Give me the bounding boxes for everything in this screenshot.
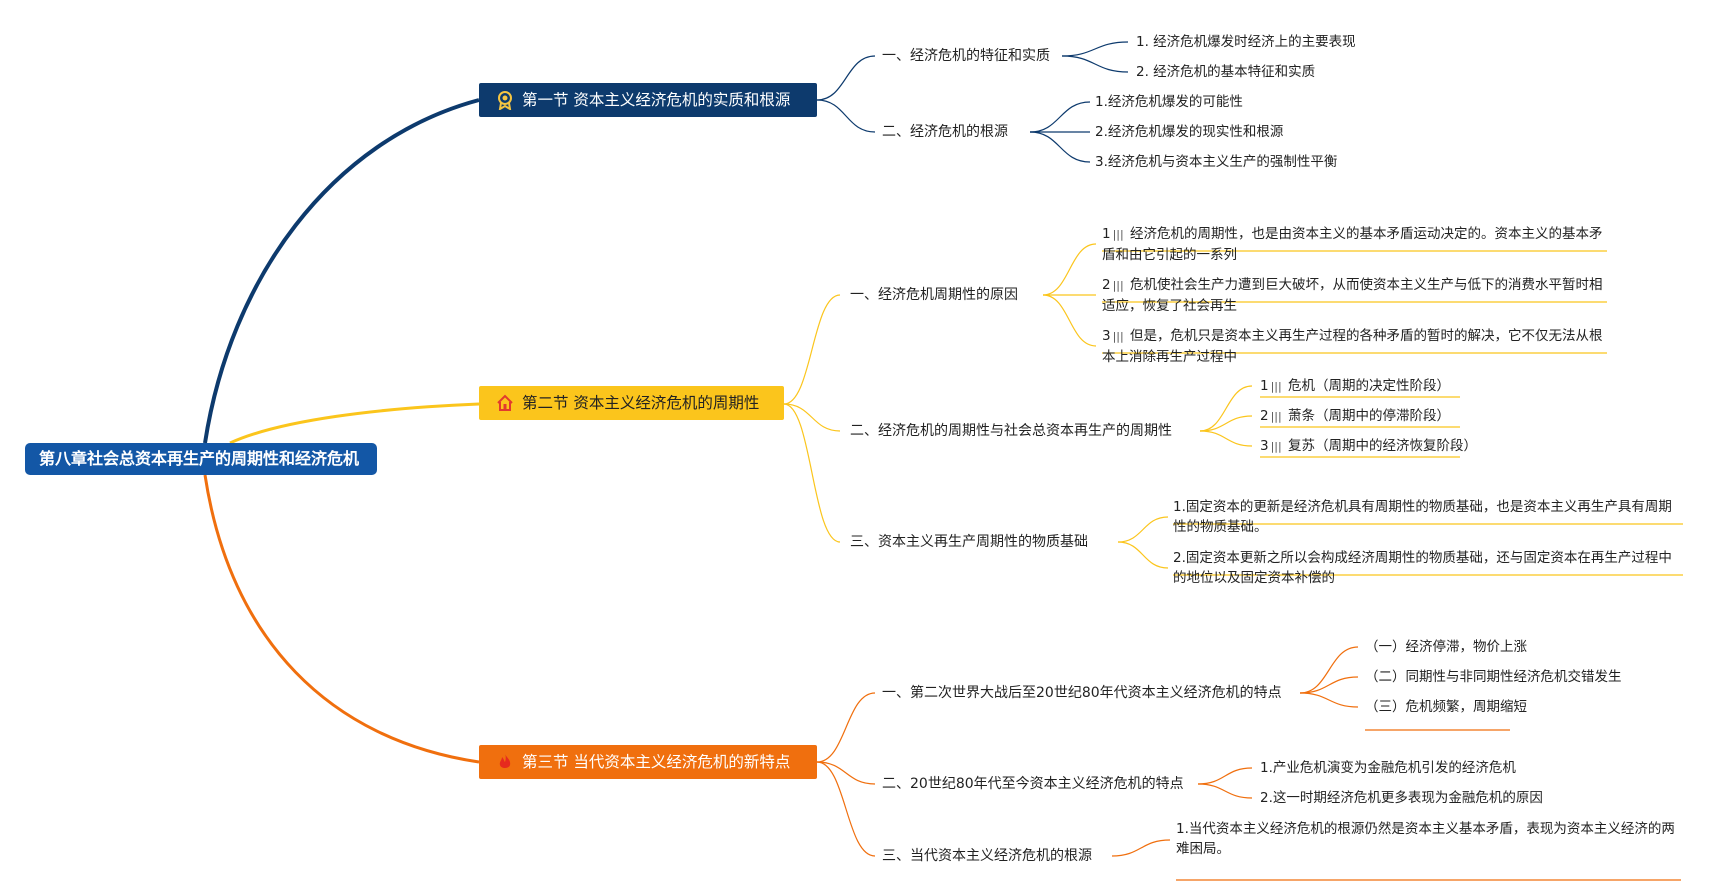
- root-to-section-2-line: [229, 402, 480, 445]
- section-2-label: 第二节 资本主义经济危机的周期性: [522, 394, 760, 412]
- s2-sub2-leaf-3[interactable]: 3||| 复苏（周期中的经济恢复阶段）: [1260, 438, 1478, 454]
- s3-leaf2-line-1: [1197, 767, 1253, 785]
- s2-sub-2[interactable]: 二、经济危机的周期性与社会总资本再生产的周期性: [850, 423, 1172, 439]
- s3-sub2-leaf-2[interactable]: 2.这一时期经济危机更多表现为金融危机的原因: [1260, 790, 1543, 806]
- leaf-text: 但是，危机只是资本主义再生产过程的各种矛盾的暂时的解决，它不仅无法从根本上消除再…: [1102, 328, 1603, 365]
- leaf-number: 2: [1260, 408, 1269, 424]
- s3-sub-line-2: [816, 761, 876, 785]
- leaf-number: 1: [1102, 226, 1111, 242]
- root-topic[interactable]: 第八章社会总资本再生产的周期性和经济危机: [25, 443, 377, 475]
- s1-sub2-leaf-1[interactable]: 1.经济危机爆发的可能性: [1095, 94, 1243, 110]
- s2-sub-1[interactable]: 一、经济危机周期性的原因: [850, 287, 1018, 303]
- s3-leaf1-line-3: [1299, 692, 1359, 708]
- section-1-label: 第一节 资本主义经济危机的实质和根源: [522, 91, 791, 109]
- s3-sub3-leaf-1[interactable]: 1.当代资本主义经济危机的根源仍然是资本主义基本矛盾，表现为资本主义经济的两难困…: [1176, 821, 1675, 857]
- s3-sub-line-3: [816, 761, 876, 857]
- s3-leaf3-line-1: [1111, 839, 1171, 857]
- leaf-text: 危机（周期的决定性阶段）: [1288, 378, 1451, 394]
- s2-sub-3[interactable]: 三、资本主义再生产周期性的物质基础: [850, 534, 1088, 550]
- s1-sub-2[interactable]: 二、经济危机的根源: [882, 124, 1008, 140]
- s1-sub1-leaf-2[interactable]: 2. 经济危机的基本特征和实质: [1136, 64, 1316, 80]
- section-1-topic[interactable]: 第一节 资本主义经济危机的实质和根源: [479, 83, 817, 117]
- s3-sub1-leaf-2[interactable]: （二）同期性与非同期性经济危机交错发生: [1365, 669, 1622, 685]
- s2-sub2-leaf-2[interactable]: 2||| 萧条（周期中的停滞阶段）: [1260, 408, 1451, 424]
- s1-sub2-leaf-3[interactable]: 3.经济危机与资本主义生产的强制性平衡: [1095, 154, 1338, 170]
- s2-sub1-leaf-1[interactable]: 1||| 经济危机的周期性，也是由资本主义的基本矛盾运动决定的。资本主义的基本矛…: [1102, 226, 1603, 263]
- s1-sub-line-2: [816, 99, 876, 133]
- s3-sub-line-1: [816, 692, 876, 763]
- root-to-section-3-line: [203, 474, 480, 764]
- house-icon: [494, 392, 516, 414]
- flame-icon: [494, 751, 516, 773]
- s3-sub-2[interactable]: 二、20世纪80年代至今资本主义经济危机的特点: [882, 776, 1184, 792]
- s2-sub2-leaf-1[interactable]: 1||| 危机（周期的决定性阶段）: [1260, 378, 1451, 394]
- s3-leaf1-line-1: [1299, 646, 1359, 694]
- s1-leaf2-line-1: [1029, 101, 1091, 133]
- s2-leaf1-line-3: [1042, 294, 1097, 347]
- s3-sub1-leaf-1[interactable]: （一）经济停滞，物价上涨: [1365, 639, 1527, 655]
- s3-leaf2-line-2: [1197, 783, 1253, 799]
- s3-leaf1-line-2: [1299, 676, 1359, 694]
- s2-sub3-leaf-2[interactable]: 2.固定资本更新之所以会构成经济周期性的物质基础，还与固定资本在再生产过程中的地…: [1173, 550, 1672, 586]
- leaf-number: 2: [1102, 277, 1111, 293]
- s1-leaf1-line-2: [1061, 55, 1129, 73]
- s2-sub3-leaf-1[interactable]: 1.固定资本的更新是经济危机具有周期性的物质基础，也是资本主义再生产具有周期性的…: [1173, 499, 1672, 535]
- leaf-number: 3: [1102, 328, 1111, 344]
- s2-leaf2-line-2: [1199, 415, 1253, 432]
- s1-leaf2-line-3: [1029, 131, 1091, 163]
- leaf-text: 危机使社会生产力遭到巨大破坏，从而使资本主义生产与低下的消费水平暂时相适应，恢复…: [1102, 277, 1603, 314]
- s2-sub1-leaf-2[interactable]: 2||| 危机使社会生产力遭到巨大破坏，从而使资本主义生产与低下的消费水平暂时相…: [1102, 277, 1603, 314]
- s1-sub-1[interactable]: 一、经济危机的特征和实质: [882, 48, 1050, 64]
- s3-sub1-leaf-3[interactable]: （三）危机频繁，周期缩短: [1365, 699, 1527, 715]
- leaf-text: 萧条（周期中的停滞阶段）: [1288, 408, 1451, 424]
- s2-sub-line-1: [783, 294, 841, 405]
- s2-leaf3-line-2: [1117, 541, 1169, 569]
- s2-leaf2-line-3: [1199, 430, 1253, 447]
- leaf-number: 3: [1260, 438, 1269, 454]
- section-3-label: 第三节 当代资本主义经济危机的新特点: [522, 753, 791, 771]
- leaf-text: 经济危机的周期性，也是由资本主义的基本矛盾运动决定的。资本主义的基本矛盾和由它引…: [1102, 226, 1603, 263]
- leaf-text: 复苏（周期中的经济恢复阶段）: [1288, 438, 1478, 454]
- s1-sub2-leaf-2[interactable]: 2.经济危机爆发的现实性和根源: [1095, 124, 1284, 140]
- leaf-number: 1: [1260, 378, 1269, 394]
- award-ribbon-icon: [494, 89, 516, 111]
- s3-sub-3[interactable]: 三、当代资本主义经济危机的根源: [882, 848, 1092, 864]
- s2-leaf3-line-1: [1117, 516, 1169, 543]
- section-2-topic[interactable]: 第二节 资本主义经济危机的周期性: [479, 386, 784, 420]
- section-3-topic[interactable]: 第三节 当代资本主义经济危机的新特点: [479, 745, 817, 779]
- s3-sub-1[interactable]: 一、第二次世界大战后至20世纪80年代资本主义经济危机的特点: [882, 685, 1282, 701]
- s2-leaf1-line-1: [1042, 243, 1097, 296]
- root-to-section-1-line: [203, 98, 480, 444]
- s2-leaf2-line-1: [1199, 385, 1253, 432]
- s2-sub1-leaf-3[interactable]: 3||| 但是，危机只是资本主义再生产过程的各种矛盾的暂时的解决，它不仅无法从根…: [1102, 328, 1603, 365]
- s3-sub2-leaf-1[interactable]: 1.产业危机演变为金融危机引发的经济危机: [1260, 760, 1516, 776]
- s2-sub-line-2: [783, 403, 841, 432]
- s1-leaf1-line-1: [1061, 41, 1129, 57]
- s1-sub-line-1: [816, 55, 876, 101]
- s1-sub1-leaf-1[interactable]: 1. 经济危机爆发时经济上的主要表现: [1136, 34, 1356, 50]
- s2-sub-line-3: [783, 403, 841, 543]
